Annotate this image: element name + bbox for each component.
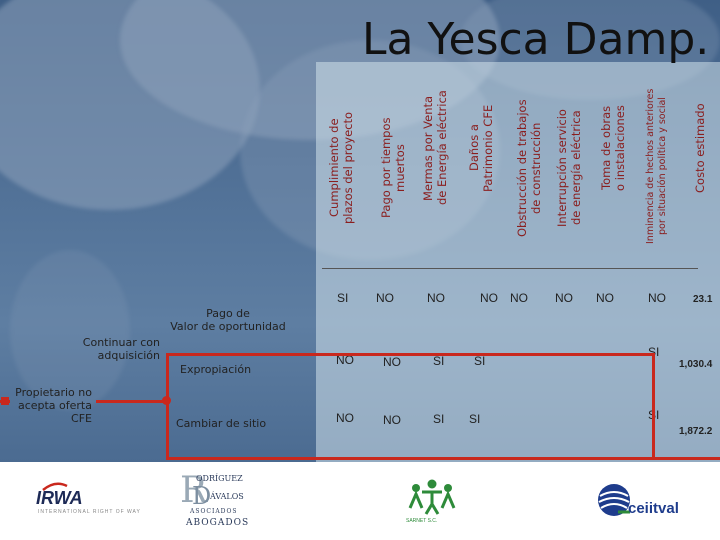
table-cell: SI	[337, 291, 349, 305]
table-cell: SI	[433, 354, 445, 368]
ceiitval-logo: ceiitval	[596, 482, 692, 522]
table-cell: SI	[433, 412, 445, 426]
tree-connector	[166, 355, 169, 459]
irwa-logo-subtitle: INTERNATIONAL RIGHT OF WAY	[38, 509, 141, 515]
tree-connector	[166, 353, 654, 356]
table-cell: NO	[376, 291, 394, 305]
people-icon	[408, 479, 456, 515]
table-cell: NO	[596, 291, 614, 305]
tree-option-label: Pago de Valor de oportunidad	[170, 307, 286, 333]
tree-connector	[166, 457, 720, 460]
table-cell: NO	[383, 355, 401, 369]
tree-branch-label: Continuar con adquisición	[82, 336, 160, 362]
cost-value: 1,030.4	[679, 359, 713, 370]
table-cell: SI	[474, 354, 486, 368]
rda-line: ABOGADOS	[186, 518, 250, 528]
table-cell: NO	[427, 291, 445, 305]
table-cell: NO	[336, 411, 354, 425]
tree-connector	[652, 353, 655, 459]
irwa-mark-icon	[42, 482, 68, 491]
rda-line: ODRÍGUEZ	[196, 474, 243, 483]
column-header: Interrupción servicio de energía eléctri…	[555, 109, 583, 227]
map-landmass	[10, 250, 130, 410]
sarnet-logo: SARNET S.C.	[404, 478, 460, 528]
sarnet-logo-text: SARNET S.C.	[406, 518, 438, 524]
column-header: Mermas por Venta de Energía eléctrica	[421, 90, 449, 206]
table-cell: NO	[555, 291, 573, 305]
tree-option-label: Cambiar de sitio	[176, 417, 267, 430]
column-header: Pago por tiempos muertos	[379, 117, 407, 219]
rda-line: ASOCIADOS	[190, 508, 238, 515]
tree-root-label: Propietario no acepta oferta CFE	[15, 386, 92, 425]
column-header: Obstrucción de trabajos de construcción	[515, 99, 543, 237]
table-cell: NO	[648, 291, 666, 305]
page-title: La Yesca Damp.	[362, 14, 710, 65]
tree-node	[1, 397, 9, 405]
table-cell: SI	[469, 412, 481, 426]
rda-monogram: D	[192, 482, 212, 510]
rda-logo: R ODRÍGUEZ D ÁVALOS ASOCIADOS ABOGADOS	[180, 470, 260, 530]
column-header: Daños a Patrimonio CFE	[467, 104, 495, 192]
header-divider	[322, 268, 698, 269]
globe-icon	[598, 484, 630, 516]
tree-node	[162, 396, 171, 405]
column-header: Toma de obras o instalaciones	[599, 105, 627, 191]
tree-connector	[96, 400, 170, 403]
cost-value: 23.1	[693, 294, 713, 305]
column-header: Inminencia de hechos anteriores por situ…	[645, 88, 668, 244]
table-cell: NO	[510, 291, 528, 305]
tree-option-label: Expropiación	[180, 363, 252, 376]
column-header: Cumplimiento de plazos del proyecto	[327, 111, 355, 225]
rda-monogram: R	[180, 470, 208, 511]
irwa-logo-text: IRWA	[36, 488, 83, 508]
rda-line: ÁVALOS	[210, 492, 244, 501]
column-header: Costo estimado	[693, 103, 707, 193]
irwa-logo: IRWA INTERNATIONAL RIGHT OF WAY	[36, 482, 141, 515]
table-cell: NO	[336, 353, 354, 367]
table-cell: SI	[648, 345, 660, 359]
table-cell: NO	[383, 413, 401, 427]
table-cell: NO	[480, 291, 498, 305]
ceiitval-logo-text: ceiitval	[628, 500, 679, 517]
cost-value: 1,872.2	[679, 426, 713, 437]
